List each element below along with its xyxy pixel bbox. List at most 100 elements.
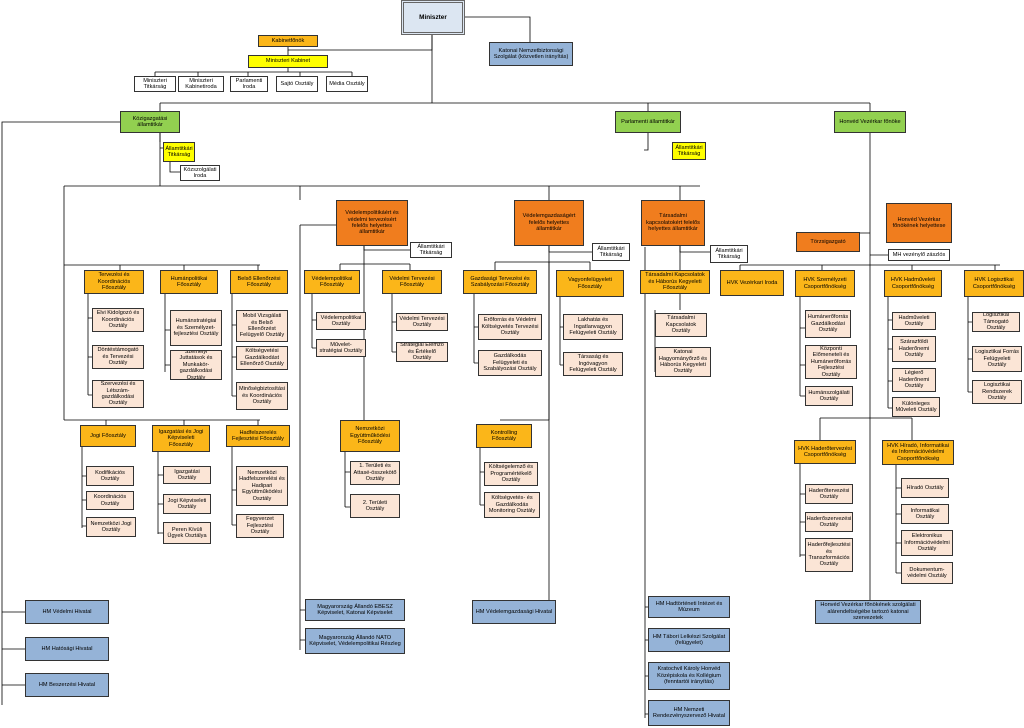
node-hvk-hirado: HVK Híradó, Informatikai és Információvé… (882, 440, 954, 465)
node-tars-kapcs-o: Társadalmi Kapcsolatok Osztály (655, 313, 707, 337)
node-parl-at: Parlamenti államtitkár (615, 111, 681, 133)
node-strat-elemzo: Stratégiai Elemző és Értékelő Osztály (396, 342, 448, 362)
node-at-titk2: Államtitkári Titkárság (672, 142, 706, 160)
node-kozponti-eloment: Központi Előmeneteli és Humánerőforrás F… (805, 345, 857, 379)
node-szervezesi: Szervezési és Létszám-gazdálkodási Osztá… (92, 380, 144, 408)
node-gazdalkodas-fel: Gazdálkodás Felügyeleti és Szabályozási … (478, 350, 542, 376)
node-hvk-haderoterv: HVK Haderőtervezési Csoportfőnökség (794, 440, 856, 464)
node-igazg-jogi-fo: Igazgatási és Jogi Képviseleti Főosztály (152, 425, 210, 452)
node-legiero: Légierő Haderőnemi Osztály (892, 368, 936, 392)
node-fegyverzet-fejl: Fegyverzet Fejlesztési Osztály (236, 514, 284, 538)
node-jogi-fo: Jogi Főosztály (80, 425, 136, 447)
node-informatikai-o: Informatikai Osztály (901, 504, 949, 524)
node-vedterv-fo: Védelmi Tervezési Főosztály (382, 270, 442, 294)
node-nemzetkozi-jogi: Nemzetközi Jogi Osztály (86, 517, 136, 537)
node-hvk-logisztikai: HVK Logisztikai Csoportfőnökség (964, 270, 1024, 297)
node-hvk-hadmuveleti: HVK Hadműveleti Csoportfőnökség (884, 270, 942, 297)
node-log-rendszerek: Logisztikai Rendszerek Osztály (972, 380, 1022, 404)
node-hvk-szemelyzeti: HVK Személyzeti Csoportfőnökség (795, 270, 855, 297)
node-nato: Magyarország Állandó NATO Képviselet, Vé… (305, 628, 405, 654)
node-sajto: Sajtó Osztály (276, 76, 318, 92)
node-hm-vedelmi: HM Védelmi Hivatal (25, 600, 109, 624)
node-tervezesi-fo: Tervezési és Koordinációs Főosztály (84, 270, 144, 294)
node-haderotervezesi-o: Haderőtervezési Osztály (805, 484, 853, 504)
node-min-titkarsag: Miniszteri Titkárság (134, 76, 176, 92)
node-hm-nemzeti-rend: HM Nemzeti Rendezvényszervező Hivatal (648, 700, 730, 726)
node-koordinacios: Koordinációs Osztály (86, 491, 134, 510)
node-igazgatasi: Igazgatási Osztály (163, 466, 211, 484)
node-vedgazd-ha: Védelemgazdaságért felelős helyettes áll… (514, 200, 584, 246)
node-vedpol-ha: Védelempolitikáért és védelmi tervezésér… (336, 200, 408, 246)
node-hadmuveleti-o: Hadműveleti Osztály (892, 312, 936, 330)
node-minosegbizt: Minőségbiztosítási és Koordinációs Osztá… (236, 382, 288, 410)
node-peren-kivuli: Peren Kívüli Ügyek Osztálya (163, 522, 211, 544)
node-at-titk1: Államtitkári Titkárság (163, 142, 195, 162)
node-tarsasag: Társaság és Ingóvagyon Felügyeleti Osztá… (563, 352, 623, 376)
node-teruleti2: 2. Területi Osztály (350, 494, 400, 518)
node-ebesz: Magyarország Állandó EBESZ Képviselet, K… (305, 599, 405, 621)
node-hvk-alarend: Honvéd Vezérkar főnökének szolgálati alá… (815, 600, 921, 624)
node-mh-vez-zaszlos: MH vezénylő zászlós (888, 249, 950, 261)
node-katonai-hagy: Katonai Hagyományőrző és Háborús Kegyele… (655, 347, 711, 377)
node-koltsegvetesi-ell: Költségvetési Gazdálkodást Ellenőrző Osz… (236, 346, 288, 370)
node-vedterv-o: Védelmi Tervezési Osztály (396, 313, 448, 331)
node-kabinetfonok: Kabinetfőnök (258, 35, 318, 47)
node-hvk-fonok: Honvéd Vezérkar főnöke (834, 111, 906, 133)
node-min-kabinetiroda: Miniszteri Kabinetiroda (178, 76, 224, 92)
node-nk-hadfelsz: Nemzetközi Hadfelszerelési és Hadipari E… (236, 466, 288, 506)
node-knbsz: Katonai Nemzetbiztonsági Szolgálat (közv… (489, 42, 573, 66)
node-hvk-fh: Honvéd Vezérkar főnökének helyettese (886, 203, 952, 243)
node-vedpol-o: Védelempolitikai Osztály (316, 312, 366, 330)
node-tars-ha: Társadalmi kapcsolatokért felelős helyet… (641, 200, 705, 246)
node-log-forras: Logisztikai Forrás Felügyeleti Osztály (972, 346, 1022, 372)
node-szemelyi-jut: Személyi Juttatások és Munkakör-gazdálko… (170, 350, 222, 380)
node-kodifikacios: Kodifikációs Osztály (86, 466, 134, 486)
node-szarazfoldi: Szárazföldi Haderőnemi Osztály (892, 336, 936, 362)
node-hirado-o: Híradó Osztály (901, 478, 949, 498)
node-media: Média Osztály (326, 76, 368, 92)
node-haderofejlesztesi: Haderőfejlesztési és Transzformációs Osz… (805, 538, 853, 572)
node-jogi-kepv: Jogi Képviseleti Osztály (163, 494, 211, 514)
node-elvi-kidolg: Elvi Kidolgozó és Koordinációs Osztály (92, 308, 144, 332)
node-teruleti1: 1. Területi és Attasé-összekötő Osztály (350, 461, 400, 485)
node-tars-kapcs-fo: Társadalmi Kapcsolatok és Háborús Kegyel… (640, 270, 710, 294)
node-belso-ell-fo: Belső Ellenőrzési Főosztály (230, 270, 288, 294)
node-at-titk4: Államtitkári Titkárság (592, 243, 630, 261)
node-kulonleges: Különleges Műveleti Osztály (892, 397, 940, 417)
node-vedpol-fo: Védelempolitikai Főosztály (304, 270, 360, 294)
node-miniszter: Miniszter (401, 0, 465, 35)
node-at-titk5: Államtitkári Titkárság (710, 245, 748, 263)
node-torzsigazgato: Törzsigazgató (796, 232, 860, 252)
node-hm-beszerzesi: HM Beszerzési Hivatal (25, 673, 109, 697)
node-hm-hatosagi: HM Hatósági Hivatal (25, 637, 109, 661)
node-kozig-at: Közigazgatási államtitkár (120, 111, 180, 133)
node-muvelet-strat: Művelet-stratégiai Osztály (316, 339, 366, 357)
node-mobil-vizsg: Mobil Vizsgálati és Belső Ellenőrzést Fe… (236, 310, 288, 342)
node-kratochvil: Kratochvil Károly Honvéd Középiskola és … (648, 662, 730, 690)
node-koltsegelemzo: Költségelemző és Programértékelő Osztály (484, 462, 538, 486)
node-hadfejl-fo: Hadfelszerelés Fejlesztési Főosztály (226, 425, 290, 447)
node-hm-vedgazd-hiv: HM Védelemgazdasági Hivatal (472, 600, 556, 624)
node-log-tamogato: Logisztikai Támogató Osztály (972, 312, 1020, 332)
node-hm-hadtorteneti: HM Hadtörténeti Intézet és Múzeum (648, 596, 730, 618)
node-humanstrat: Humánstratégiai és Személyzet-fejlesztés… (170, 310, 222, 346)
node-controlling-fo: Kontrolling Főosztály (476, 424, 532, 448)
node-vagyonfel-fo: Vagyonfelügyeleti Főosztály (556, 270, 624, 297)
node-eroforras: Erőforrás és Védelmi Költségvetés Tervez… (478, 314, 542, 340)
node-koltsegvetes-monitoring: Költségvetés- és Gazdálkodás Monitoring … (484, 492, 540, 518)
node-elektronikus: Elektronikus Információvédelmi Osztály (901, 530, 953, 556)
node-kozszolg-iroda: Közszolgálati Iroda (180, 165, 220, 181)
node-humanszolg: Humánszolgálati Osztály (805, 386, 853, 406)
node-at-titk3: Államtitkári Titkárság (410, 242, 452, 258)
node-donteselok: Döntéstámogató és Tervezési Osztály (92, 345, 144, 369)
node-humaneroforras: Humánerőforrás Gazdálkodási Osztály (805, 310, 851, 338)
node-hm-tabori: HM Tábori Lelkészi Szolgálat (felügyelet… (648, 628, 730, 652)
node-haderoszervezesi: Haderőszervezési Osztály (805, 512, 853, 532)
node-gazd-terv-fo: Gazdasági Tervezési és Szabályozási Főos… (463, 270, 537, 294)
node-nk-egyutt-fo: Nemzetközi Együttműködési Főosztály (340, 420, 400, 452)
node-parl-iroda: Parlamenti Iroda (230, 76, 268, 92)
node-dokumentum: Dokumentum-védelmi Osztály (901, 562, 953, 584)
node-lakhatas: Lakhatás és Ingatlanvagyon Felügyeleti O… (563, 314, 623, 340)
node-humanpol-fo: Humánpolitikai Főosztály (160, 270, 218, 294)
